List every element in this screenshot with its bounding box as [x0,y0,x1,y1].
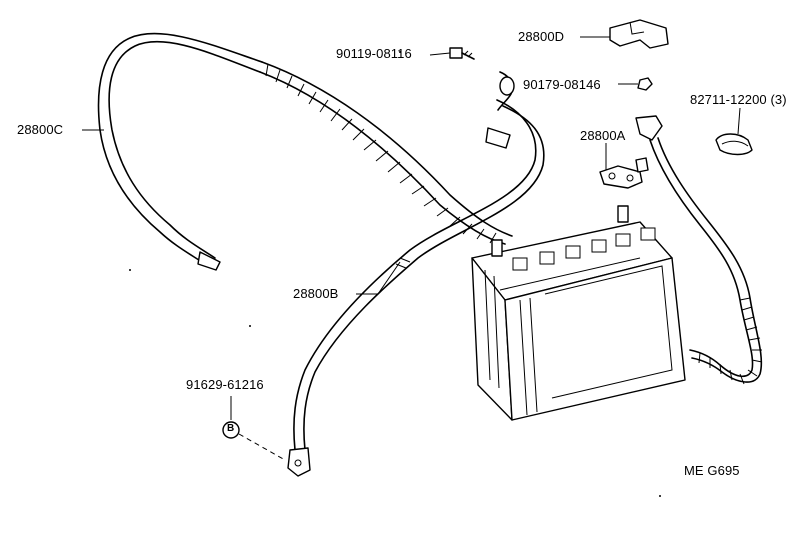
figure-code: ME G695 [684,463,740,478]
label-bolt-90119: 90119-08116 [336,46,412,61]
callout-b [222,421,286,461]
cover-28800d [609,19,669,49]
label-bolt-91629: 91629-61216 [186,377,264,392]
label-terminal-28800a: 28800A [580,128,626,143]
label-clamp-82711: 82711-12200 (3) [690,92,787,107]
label-cable-28800b: 28800B [293,286,339,301]
callout-b-letter: B [227,423,235,434]
battery [471,205,686,421]
label-cable-28800c: 28800C [17,122,64,137]
label-nut-90179: 90179-08146 [523,77,601,92]
cable-28800c [97,32,513,271]
cable-28800b [287,71,545,477]
terminal-28800a [599,157,649,189]
dot-marks [129,51,661,497]
nut-90179 [637,77,653,91]
cable-28800a [635,115,763,385]
bolt-90119 [449,47,475,60]
leader-lines [82,36,741,420]
label-cover-28800d: 28800D [518,29,565,44]
clamp-82711 [715,133,753,156]
